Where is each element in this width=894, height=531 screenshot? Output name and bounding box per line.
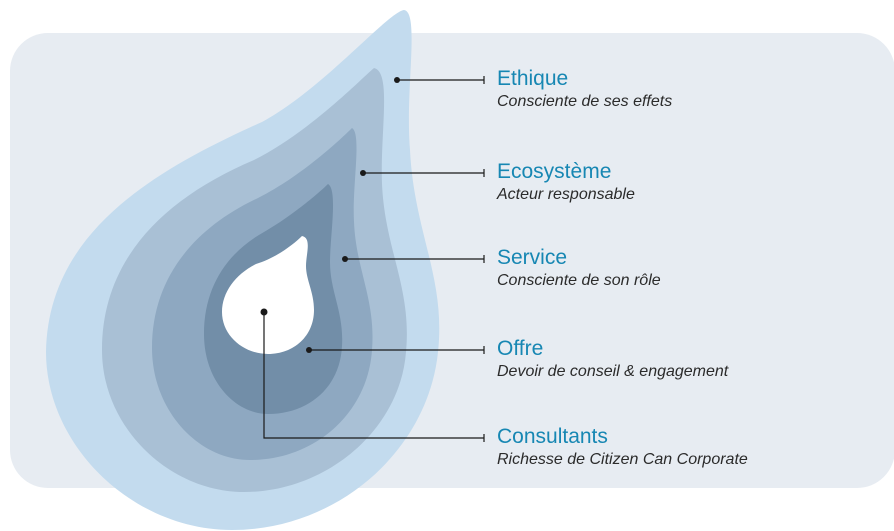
connector-ethique bbox=[394, 76, 485, 84]
connector-ecosysteme bbox=[360, 169, 485, 177]
core-consultants bbox=[222, 236, 314, 354]
level-ecosysteme: Ecosystème Acteur responsable bbox=[497, 160, 635, 206]
level-title: Service bbox=[497, 246, 568, 269]
level-title: Ethique bbox=[497, 67, 569, 90]
level-subtitle: Consciente de son rôle bbox=[497, 272, 661, 289]
level-ethique: Ethique Consciente de ses effets bbox=[497, 67, 672, 113]
connector-consultants bbox=[260, 308, 485, 442]
level-subtitle: Devoir de conseil & engagement bbox=[497, 363, 729, 380]
level-title: Consultants bbox=[497, 425, 608, 448]
level-title: Ecosystème bbox=[497, 160, 612, 183]
level-subtitle: Consciente de ses effets bbox=[497, 93, 673, 110]
level-offre: Offre Devoir de conseil & engagement bbox=[497, 337, 728, 383]
level-subtitle: Richesse de Citizen Can Corporate bbox=[497, 451, 748, 468]
level-consultants: Consultants Richesse de Citizen Can Corp… bbox=[497, 425, 748, 471]
level-title: Offre bbox=[497, 337, 544, 360]
connector-offre bbox=[306, 346, 485, 354]
level-subtitle: Acteur responsable bbox=[497, 186, 635, 203]
level-service: Service Consciente de son rôle bbox=[497, 246, 661, 292]
connector-service bbox=[342, 255, 485, 263]
